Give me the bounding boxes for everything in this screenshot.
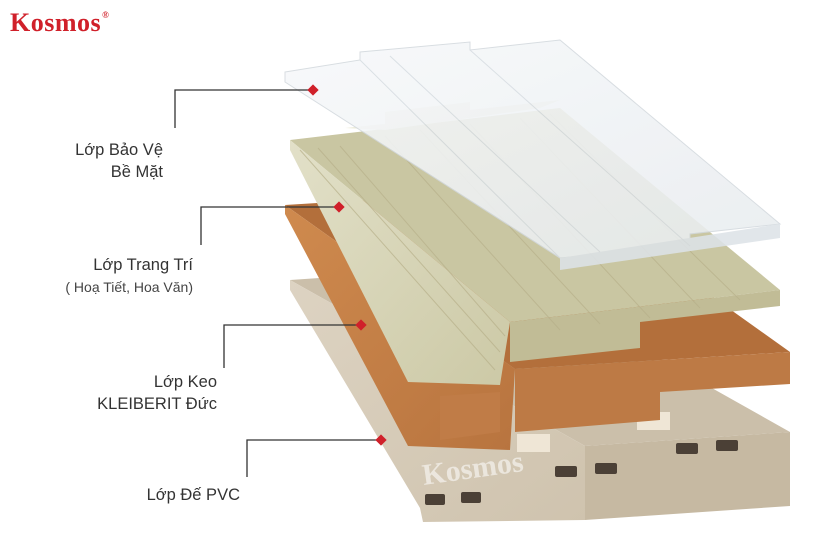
marker-adhesive <box>355 319 367 331</box>
marker-decorative <box>333 201 345 213</box>
callout-leaders <box>174 89 381 477</box>
leader-protective <box>174 89 313 128</box>
brand-logo: Kosmos® <box>10 8 109 38</box>
leader-decorative <box>200 206 339 245</box>
protective-layer <box>284 39 782 270</box>
label-adhesive-line2: KLEIBERIT Đức <box>97 395 217 413</box>
label-decorative-line1: Lớp Trang Trí <box>93 256 193 274</box>
registered-mark: ® <box>102 10 110 20</box>
label-protective-layer: Lớp Bảo Vệ Bề Mặt <box>75 139 163 183</box>
label-protective-line1: Lớp Bảo Vệ <box>75 141 163 159</box>
label-adhesive-line1: Lớp Keo <box>153 373 217 391</box>
leader-adhesive <box>223 324 361 368</box>
label-pvc-layer: Lớp Đế PVC <box>147 484 240 506</box>
brand-name: Kosmos <box>10 8 102 37</box>
label-decorative-line2: ( Hoạ Tiết, Hoa Văn) <box>65 279 193 295</box>
marker-pvc <box>375 434 387 446</box>
label-adhesive-layer: Lớp Keo KLEIBERIT Đức <box>97 371 217 415</box>
leader-pvc <box>246 439 381 477</box>
label-decorative-layer: Lớp Trang Trí ( Hoạ Tiết, Hoa Văn) <box>65 254 193 298</box>
label-pvc-line1: Lớp Đế PVC <box>146 486 240 504</box>
label-protective-line2: Bề Mặt <box>110 163 163 181</box>
